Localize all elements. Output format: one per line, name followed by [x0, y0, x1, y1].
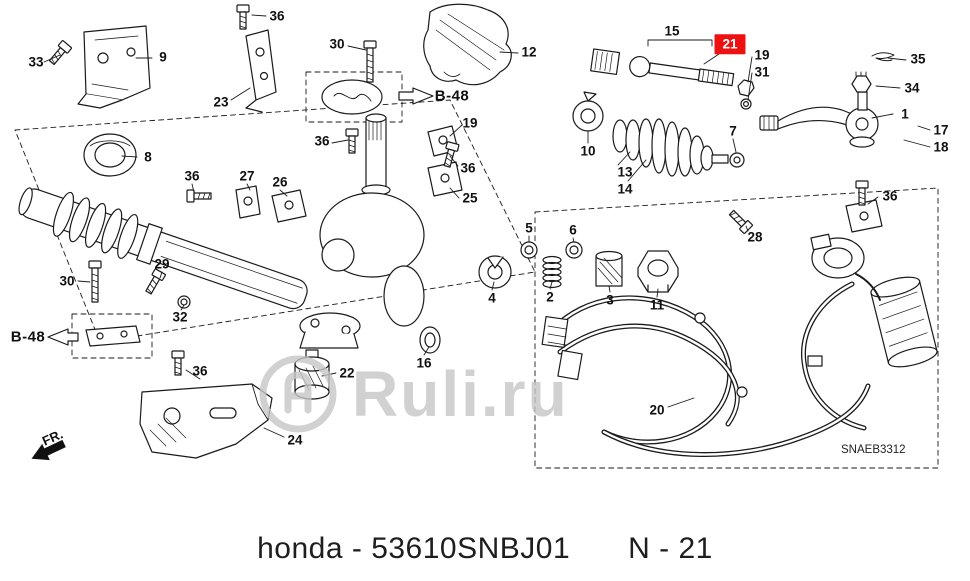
part-guide-3 — [595, 250, 623, 287]
callout-28-33: 28 — [747, 229, 763, 245]
part-inner-tie-rod-15 — [590, 48, 735, 87]
callout-22-39: 22 — [339, 365, 355, 381]
callout-1-12: 1 — [901, 106, 909, 122]
callout-2-30: 2 — [546, 289, 554, 305]
callout-36-22: 36 — [460, 160, 476, 176]
callout-35-10: 35 — [910, 51, 926, 67]
watermark-text: Ruli.ru — [352, 358, 569, 430]
part-boot-13-14 — [612, 118, 729, 177]
callout-30-3: 30 — [329, 36, 345, 52]
watermark: Ruli.ru — [256, 352, 569, 436]
callout-13-16: 13 — [617, 164, 633, 180]
callout-15-6: 15 — [664, 23, 680, 39]
callout-32-37: 32 — [172, 309, 188, 325]
part-dust-cover-12 — [423, 3, 512, 86]
part-cushion-4 — [478, 255, 512, 289]
callout-6-28: 6 — [569, 222, 577, 238]
part-pump-motor — [810, 233, 938, 368]
b48-arrow-left-icon — [47, 328, 79, 346]
part-cotter-pin-35 — [871, 52, 895, 62]
b48-arrow-right-icon — [398, 87, 434, 105]
callout-9-1: 9 — [159, 49, 167, 65]
part-bracket-23 — [245, 29, 277, 113]
callout-33-0: 33 — [28, 54, 44, 70]
callout-27-25: 27 — [239, 168, 255, 184]
callout-7-18: 7 — [729, 123, 737, 139]
part-valve-housing — [299, 113, 425, 349]
callout-16-38: 16 — [416, 355, 432, 371]
callout-31-9: 31 — [754, 64, 770, 80]
watermark-logo-icon — [259, 355, 337, 433]
callout-14-17: 14 — [617, 181, 633, 197]
callout-36-24: 36 — [184, 168, 200, 184]
callout-20-42: 20 — [649, 402, 665, 418]
part-clip-5 — [520, 241, 538, 259]
callout-11-32: 11 — [649, 297, 665, 313]
diagram-line-art — [14, 3, 939, 469]
callout-29-36: 29 — [154, 256, 170, 272]
part-bushing-8 — [83, 133, 137, 177]
callout-24-41: 24 — [287, 432, 303, 448]
callout-36-20: 36 — [314, 133, 330, 149]
part-pipe-assembly-20 — [541, 281, 871, 458]
part-plate-b48-left — [85, 325, 141, 347]
front-direction-arrow-icon — [31, 439, 66, 461]
callout-3-31: 3 — [606, 292, 614, 308]
callout-12-5: 12 — [521, 44, 537, 60]
diagram-code: SNAEB3312 — [841, 444, 906, 456]
leader-lines — [43, 14, 931, 438]
part-washer-6 — [565, 241, 583, 259]
caption-bar: honda - 53610SNBJ01 N - 21 — [0, 517, 970, 581]
callout-17-13: 17 — [933, 122, 949, 138]
part-clamp-7 — [729, 152, 745, 168]
part-rack-tube — [18, 187, 308, 310]
callout-8-19: 8 — [144, 149, 152, 165]
ref-link-B-48-43: B-48 — [434, 87, 470, 105]
callout-19-21: 19 — [462, 115, 478, 131]
caption-part-number: honda - 53610SNBJ01 — [257, 532, 571, 565]
part-tie-rod-end-1 — [759, 91, 879, 148]
callout-36-2: 36 — [269, 8, 285, 24]
callout-34-11: 34 — [904, 80, 920, 96]
callout-4-29: 4 — [488, 290, 496, 306]
callout-36-40: 36 — [192, 363, 208, 379]
part-bracket-26 — [271, 189, 307, 223]
part-lock-washer-10 — [572, 91, 604, 132]
part-grommet-16 — [419, 326, 441, 354]
callout-highlighted-21-7: 21 — [714, 34, 746, 54]
callout-30-35: 30 — [59, 273, 75, 289]
callout-5-27: 5 — [525, 220, 533, 236]
part-bracket-27 — [235, 185, 261, 219]
callout-23-4: 23 — [213, 94, 229, 110]
callout-18-14: 18 — [933, 139, 949, 155]
part-bracket-9 — [77, 25, 151, 109]
caption-position-ref: N - 21 — [628, 532, 713, 565]
part-grommet-b48 — [321, 79, 383, 115]
part-bracket-24 — [139, 383, 273, 459]
callout-26-26: 26 — [272, 174, 288, 190]
callout-36-34: 36 — [882, 188, 898, 204]
part-castle-nut-34 — [851, 71, 872, 93]
ref-link-B-48-44: B-48 — [10, 328, 46, 346]
callout-25-23: 25 — [462, 190, 478, 206]
part-bracket-36-right — [845, 199, 883, 233]
part-spring-2 — [542, 255, 562, 289]
callout-10-15: 10 — [580, 143, 596, 159]
callout-19-8: 19 — [754, 47, 770, 63]
